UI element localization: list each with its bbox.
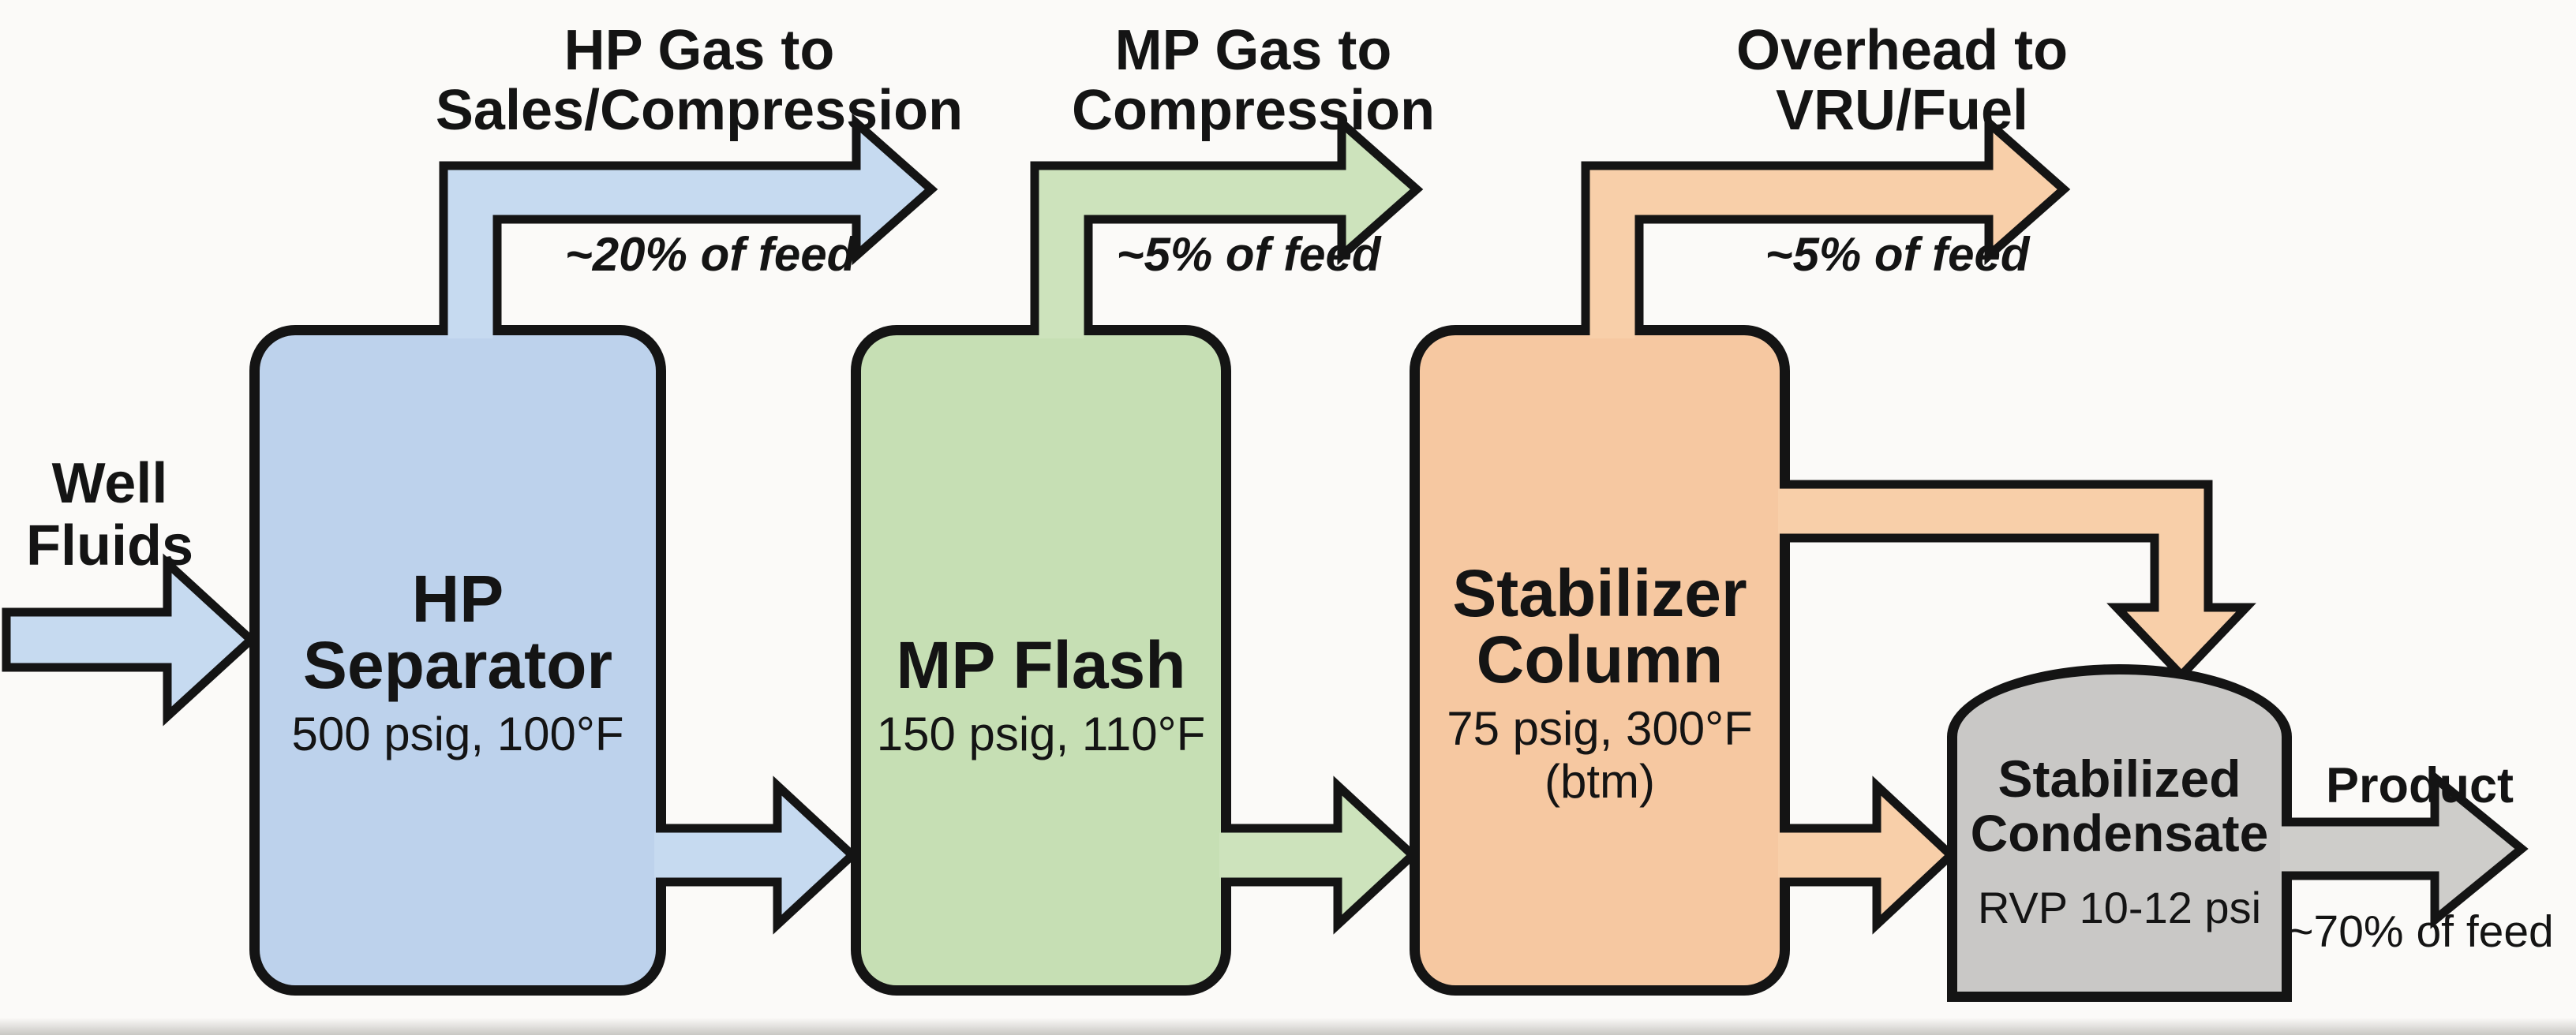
overhead-line2: VRU/Fuel <box>1775 79 2029 143</box>
stabilizer-conditions: 75 psig, 300°F <box>1447 702 1753 755</box>
stabilizer-column-vessel: Stabilizer Column 75 psig, 300°F (btm) <box>1410 325 1790 996</box>
hp-separator-name-line2: Separator <box>302 628 613 703</box>
overhead-label: Overhead to VRU/Fuel <box>1626 21 2178 141</box>
product-note: ~70% of feed <box>2287 906 2554 957</box>
stabilizer-to-drum-bottoms-arrow <box>1779 775 1958 935</box>
condensate-name-line2: Condensate <box>1970 803 2269 862</box>
mp-gas-note: ~5% of feed <box>1116 228 1381 281</box>
mp-gas-line1: MP Gas to <box>1114 19 1392 82</box>
well-fluids-label: Well Fluids <box>7 452 212 578</box>
mp-gas-label: MP Gas to Compression <box>977 21 1530 141</box>
hp-gas-note: ~20% of feed <box>564 228 856 281</box>
well-fluids-line1: Well <box>51 452 168 515</box>
overhead-note: ~5% of feed <box>1765 228 2030 281</box>
hp-gas-line1: HP Gas to <box>564 19 835 82</box>
overhead-line1: Overhead to <box>1735 19 2069 82</box>
mp-flash-vessel: MP Flash 150 psig, 110°F <box>851 325 1231 996</box>
scan-edge-shadow <box>0 1018 2576 1035</box>
hp-separator-name-line1: HP <box>411 562 504 637</box>
mp-flash-conditions: 150 psig, 110°F <box>876 708 1206 761</box>
hp-separator-vessel: HP Separator 500 psig, 100°F <box>249 325 666 996</box>
well-fluids-arrow <box>2 553 258 727</box>
mp-flash-name: MP Flash <box>896 628 1186 703</box>
hp-gas-label: HP Gas to Sales/Compression <box>423 21 975 141</box>
condensate-name-line1: Stabilized <box>1998 749 2241 809</box>
mp-to-stabilizer-arrow <box>1220 775 1420 935</box>
hp-separator-conditions: 500 psig, 100°F <box>291 708 624 761</box>
condensate-conditions: RVP 10-12 psi <box>1977 883 2262 933</box>
mp-gas-line2: Compression <box>1071 79 1436 143</box>
hp-to-mp-arrow <box>642 775 859 935</box>
stabilizer-name-line1: Stabilizer <box>1452 556 1747 630</box>
stabilizer-name-line2: Column <box>1476 622 1724 697</box>
stabilizer-overhead-to-drum-arrow <box>1779 480 2256 682</box>
hp-gas-line2: Sales/Compression <box>435 79 964 143</box>
stabilizer-conditions-btm: (btm) <box>1544 755 1655 809</box>
well-fluids-line2: Fluids <box>26 514 193 578</box>
stabilized-condensate-drum: Stabilized Condensate RVP 10-12 psi <box>1947 664 2292 1002</box>
product-label: Product <box>2325 758 2514 813</box>
